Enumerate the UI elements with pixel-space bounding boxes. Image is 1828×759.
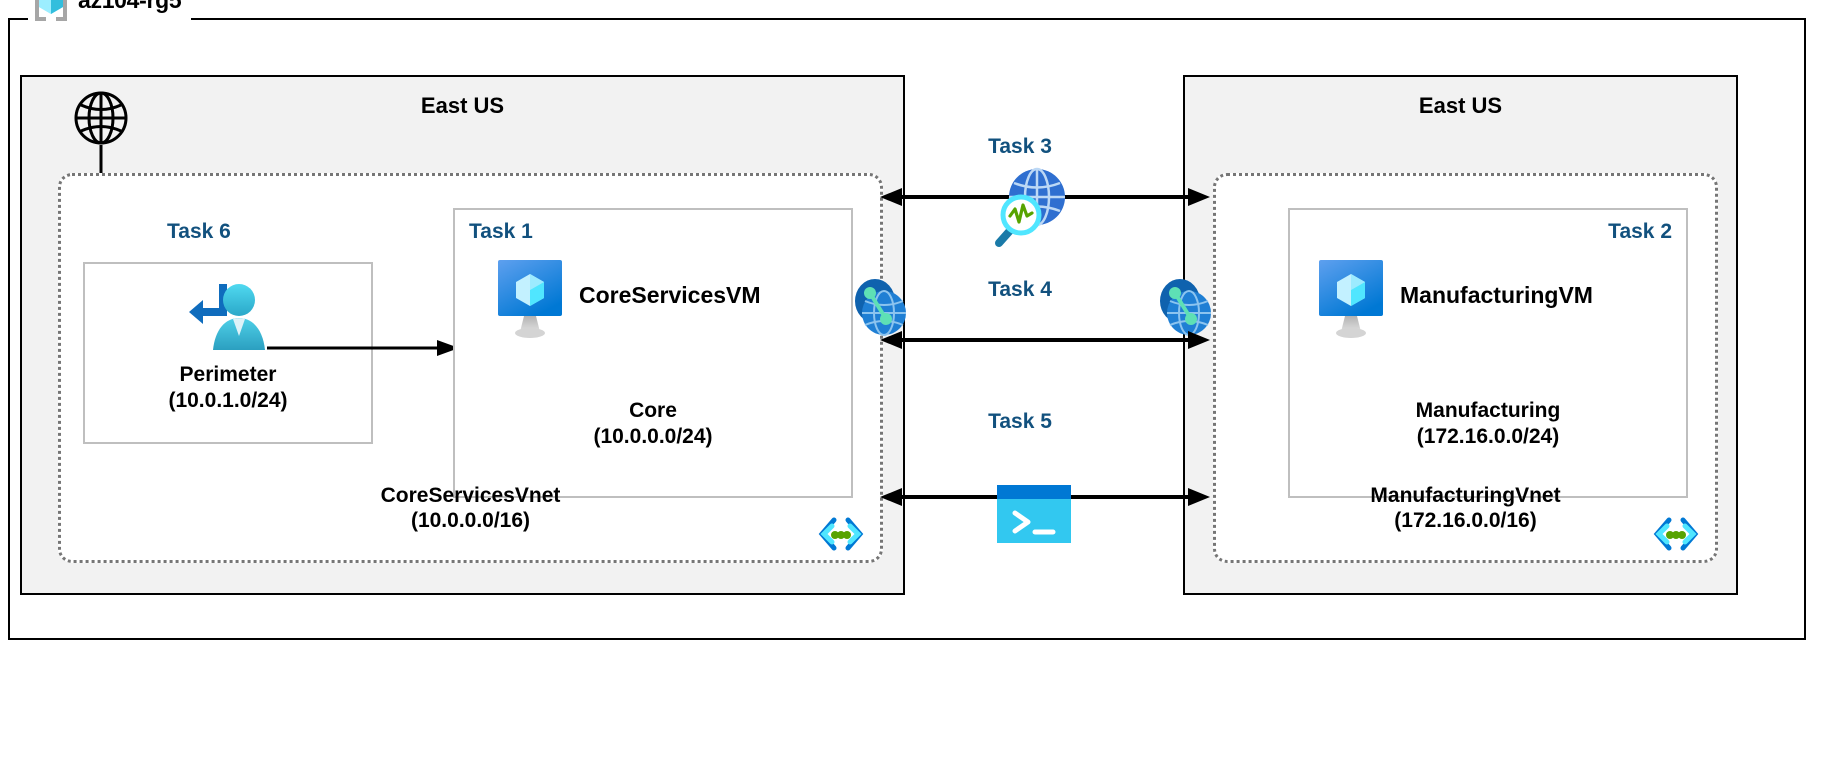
task4-connector-arrow [880, 331, 1210, 349]
resource-group-name: az104-rg5 [78, 0, 182, 14]
region-title-right: East US [1418, 93, 1503, 118]
vm-name-core: CoreServicesVM [579, 282, 761, 308]
vnet-manufacturing-cidr: (172.16.0.0/16) [1394, 509, 1537, 533]
bastion-user-icon [181, 278, 273, 356]
subnet-manufacturing-caption: Manufacturing (172.16.0.0/24) [1290, 398, 1686, 449]
subnet-perimeter: Perimeter (10.0.1.0/24) [83, 262, 373, 444]
vnet-core-services: Task 6 [58, 173, 883, 563]
vnet-peering-icon [848, 273, 912, 341]
resource-group-header: az104-rg5 [28, 0, 192, 22]
vnet-manufacturing: Task 2 [1213, 173, 1718, 563]
task-label-2: Task 2 [1608, 220, 1672, 243]
task-label-6: Task 6 [167, 220, 231, 243]
subnet-perimeter-caption: Perimeter (10.0.1.0/24) [85, 362, 371, 413]
internet-globe-icon [72, 89, 130, 147]
vnet-manufacturing-name: ManufacturingVnet [1370, 483, 1561, 507]
subnet-core-caption: Core (10.0.0.0/24) [455, 398, 851, 449]
virtual-machine-icon [491, 258, 569, 340]
task-label-5: Task 5 [988, 410, 1052, 433]
subnet-manufacturing-cidr: (172.16.0.0/24) [1416, 424, 1560, 448]
task-label-4: Task 4 [988, 278, 1052, 301]
resource-group-frame [8, 18, 1806, 640]
vnet-core-label: CoreServicesVnet (10.0.0.0/16) [61, 483, 880, 534]
region-panel-left: East US Task 6 [20, 75, 906, 595]
region-panel-right: East US Task 2 [1160, 75, 1738, 595]
subnet-core: Task 1 [453, 208, 853, 498]
subnet-manufacturing: Task 2 [1288, 208, 1688, 498]
vnet-core-cidr: (10.0.0.0/16) [410, 509, 531, 533]
subnet-perimeter-cidr: (10.0.1.0/24) [168, 388, 288, 412]
subnet-icon [818, 514, 864, 554]
cloud-shell-icon [995, 483, 1073, 545]
vnet-peering-icon-right [1153, 273, 1217, 341]
task-label-1: Task 1 [469, 220, 533, 243]
subnet-core-name: Core [629, 399, 677, 422]
subnet-core-cidr: (10.0.0.0/24) [593, 424, 713, 448]
resource-group-icon [32, 0, 70, 21]
vnet-manufacturing-label: ManufacturingVnet (172.16.0.0/16) [1216, 483, 1715, 534]
task-label-3: Task 3 [988, 135, 1052, 158]
region-title-left: East US [420, 93, 505, 118]
network-watcher-icon [985, 163, 1073, 249]
subnet-perimeter-name: Perimeter [179, 363, 277, 386]
vnet-core-name: CoreServicesVnet [380, 483, 561, 507]
virtual-machine-icon-mfg [1312, 258, 1390, 340]
vm-name-manufacturing: ManufacturingVM [1400, 282, 1593, 308]
perimeter-to-core-arrow [267, 340, 459, 356]
subnet-icon-manufacturing [1653, 514, 1699, 554]
subnet-manufacturing-name: Manufacturing [1415, 399, 1561, 422]
